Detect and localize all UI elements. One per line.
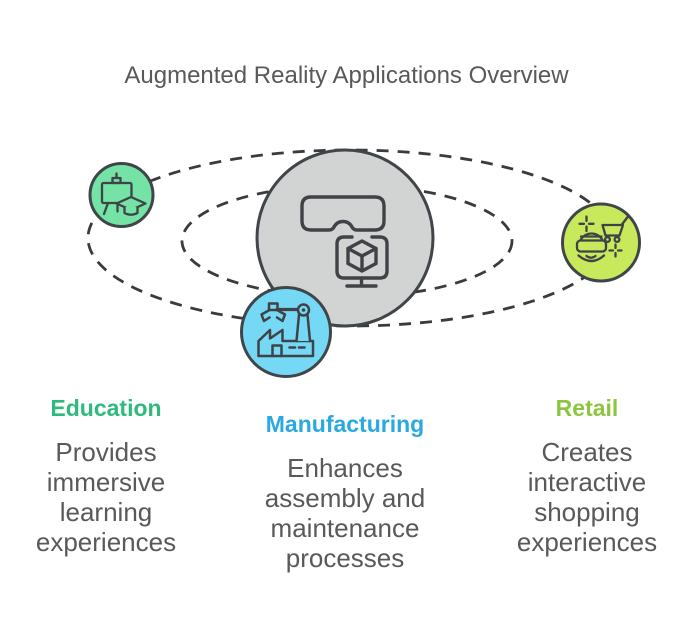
vr-shopper-cart-icon xyxy=(575,215,630,263)
center-node xyxy=(255,148,435,328)
factory-door xyxy=(271,344,283,358)
sparkle-icon xyxy=(608,243,623,258)
manufacturing-column: Manufacturing Enhances assembly and main… xyxy=(258,410,432,573)
manufacturing-label: Manufacturing xyxy=(265,411,425,437)
sparkle-icon xyxy=(578,215,595,233)
robot-claw-left xyxy=(260,308,271,323)
factory-tower xyxy=(295,313,312,343)
manufacturing-node xyxy=(240,286,332,378)
factory-building xyxy=(257,328,315,358)
orbit-diagram xyxy=(86,148,641,378)
vr-goggles-icon xyxy=(300,195,386,232)
cart-wheel-right xyxy=(613,235,621,244)
shopper-chin xyxy=(577,254,606,263)
education-description: Provides immersive learning experiences xyxy=(35,437,177,557)
retail-column: Retail Creates interactive shopping expe… xyxy=(512,394,662,557)
manufacturing-description: Enhances assembly and maintenance proces… xyxy=(264,453,426,573)
monitor-stand xyxy=(345,276,378,288)
education-label: Education xyxy=(50,395,162,421)
retail-description: Creates interactive shopping experiences xyxy=(516,437,658,557)
vr-visor xyxy=(575,239,608,253)
graduation-cap-base xyxy=(123,205,139,216)
factory-robot-arm-icon xyxy=(257,302,315,358)
cube-body xyxy=(346,246,378,273)
page-title: Augmented Reality Applications Overview xyxy=(124,62,569,89)
robot-claw-block xyxy=(267,302,279,312)
education-node xyxy=(88,162,155,228)
easel-graduation-cap-icon xyxy=(100,172,147,216)
retail-label: Retail xyxy=(555,395,619,421)
shopping-cart-icon xyxy=(601,215,630,237)
education-column: Education Provides immersive learning ex… xyxy=(31,394,181,557)
cart-wheel-left xyxy=(603,235,612,244)
vr-headset-and-3d-monitor-icon xyxy=(300,195,389,288)
shopper-mouth xyxy=(585,254,597,259)
robot-claw-right xyxy=(275,308,287,323)
education-circle xyxy=(88,162,155,228)
retail-node xyxy=(561,202,641,283)
robot-arm-joint-dot xyxy=(301,308,306,312)
manufacturing-circle xyxy=(240,286,332,378)
